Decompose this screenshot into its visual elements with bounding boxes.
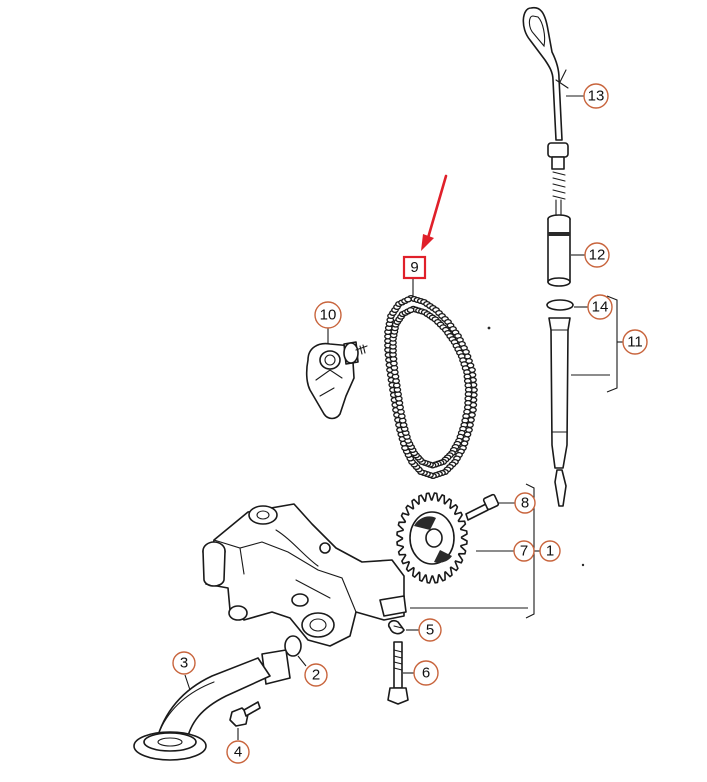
callout-2[interactable]: 2: [304, 663, 328, 687]
sprocket-shading: [414, 516, 452, 563]
svg-text:3: 3: [180, 655, 188, 672]
sprocket-bore: [425, 528, 443, 548]
svg-text:9: 9: [410, 259, 418, 276]
svg-text:10: 10: [320, 307, 337, 324]
o-ring: [546, 299, 574, 311]
svg-text:7: 7: [520, 543, 528, 560]
oil-pump-body: [202, 503, 407, 647]
svg-text:14: 14: [592, 299, 609, 316]
pipe-bolt: [229, 701, 261, 727]
drive-sprocket: [396, 492, 468, 584]
callout-11[interactable]: 11: [622, 329, 648, 355]
callout-1[interactable]: 1: [539, 540, 561, 562]
svg-text:1: 1: [546, 543, 554, 560]
highlight-arrow: [421, 174, 448, 251]
callout-13[interactable]: 13: [583, 83, 609, 109]
chain-link: [406, 307, 415, 314]
svg-text:13: 13: [588, 88, 605, 105]
svg-text:8: 8: [521, 495, 529, 512]
pump-bolt: [387, 641, 409, 705]
callout-12[interactable]: 12: [584, 242, 610, 268]
callout-5[interactable]: 5: [418, 618, 442, 642]
callout-9[interactable]: 9: [402, 255, 427, 280]
dipstick-cap: [547, 142, 569, 217]
callout-4[interactable]: 4: [226, 740, 250, 764]
callout-10[interactable]: 10: [314, 301, 342, 329]
retaining-clip: [387, 619, 405, 635]
guide-tube-lower: [548, 317, 571, 507]
callout-14[interactable]: 14: [587, 294, 613, 320]
svg-text:12: 12: [589, 247, 606, 264]
sprocket-bolt: [465, 493, 500, 521]
guide-tube-upper: [547, 214, 571, 287]
suction-pipe: [133, 649, 291, 761]
gasket: [284, 635, 302, 657]
callout-7[interactable]: 7: [513, 540, 535, 562]
svg-text:5: 5: [426, 622, 434, 639]
drive-chain: [384, 294, 478, 480]
svg-text:4: 4: [234, 744, 242, 761]
callout-3[interactable]: 3: [172, 651, 196, 675]
chain-link: [404, 296, 412, 303]
callout-8[interactable]: 8: [514, 492, 536, 514]
svg-text:6: 6: [422, 665, 430, 682]
chain-tensioner: [305, 341, 368, 420]
callout-leaders: [184, 95, 623, 740]
svg-text:2: 2: [312, 667, 320, 684]
dipstick: [522, 6, 569, 141]
callout-6[interactable]: 6: [413, 660, 439, 686]
svg-text:11: 11: [627, 334, 643, 351]
